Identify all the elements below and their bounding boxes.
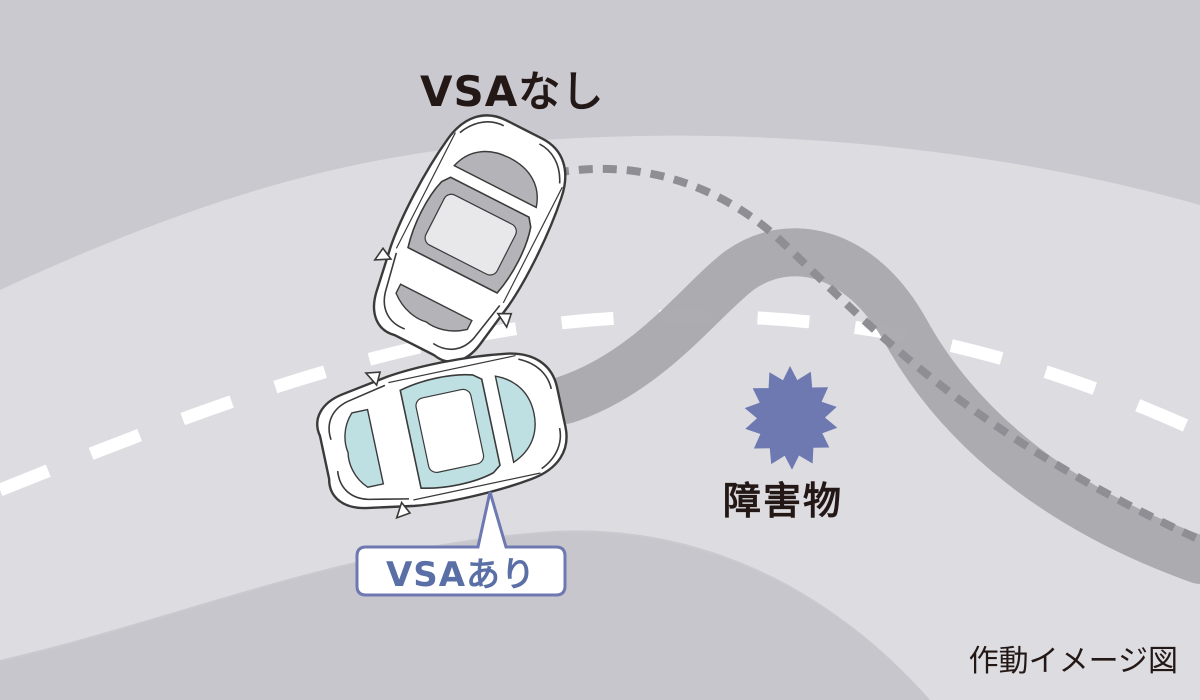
vsa-path: [541, 228, 1200, 584]
obstacle-starburst-icon: [744, 366, 838, 470]
car-without-vsa-icon: [346, 94, 592, 381]
caption: 作動イメージ図: [968, 644, 1178, 679]
callout-with-vsa: VSAあり: [357, 547, 565, 595]
road-shoulder: [0, 532, 930, 700]
lane-marking: [0, 309, 1200, 497]
road-surface: [0, 135, 1200, 700]
label-without-vsa: VSAなし: [420, 67, 605, 116]
car-with-vsa-icon: [307, 333, 578, 532]
label-with-vsa: VSAあり: [385, 554, 537, 595]
callout-bubble: [355, 491, 567, 597]
label-obstacle: 障害物: [723, 479, 844, 523]
